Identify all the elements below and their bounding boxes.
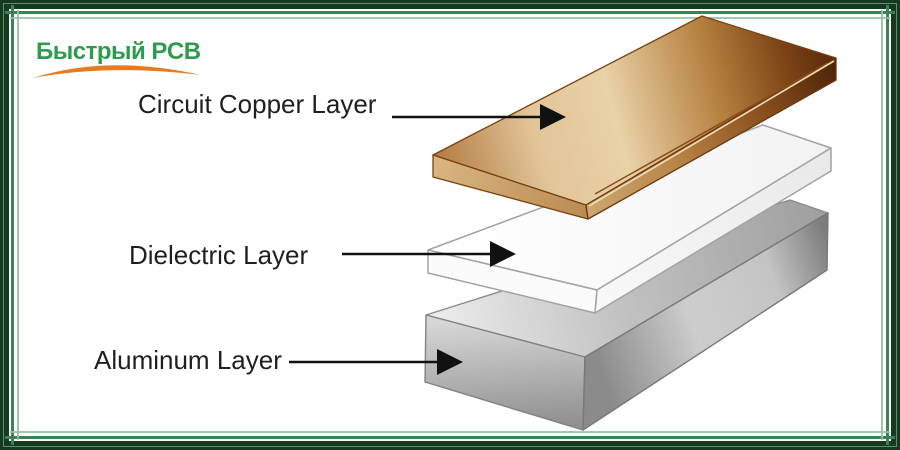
dielectric-front-right-face xyxy=(594,147,832,314)
dielectric-arrow xyxy=(342,241,516,267)
frame-mid-lines xyxy=(5,5,895,445)
dielectric-layer-graphic xyxy=(427,124,832,314)
annotation-arrows xyxy=(289,104,566,375)
copper-layer-graphic xyxy=(432,15,837,220)
company-logo: Быстрый PCB xyxy=(36,38,201,66)
frame-inner-lines xyxy=(10,10,890,440)
copper-arrowhead-icon xyxy=(540,104,566,130)
dielectric-arrowhead-icon xyxy=(490,241,516,267)
label-dielectric-layer: Dielectric Layer xyxy=(129,240,309,270)
copper-edge-highlight xyxy=(588,60,835,207)
aluminum-arrowhead-icon xyxy=(437,349,463,375)
copper-arrow xyxy=(392,104,566,130)
frame-band-pinstripe xyxy=(3,3,897,447)
label-aluminum-layer: Aluminum Layer xyxy=(94,345,282,375)
logo-swoosh-icon xyxy=(33,65,201,78)
label-circuit-copper-layer: Circuit Copper Layer xyxy=(138,89,377,119)
aluminum-arrow xyxy=(289,349,463,375)
aluminum-front-right-face xyxy=(582,212,829,431)
copper-groove-line xyxy=(594,62,829,195)
company-logo-text: Быстрый PCB xyxy=(36,38,201,65)
copper-front-right-face xyxy=(585,57,837,220)
